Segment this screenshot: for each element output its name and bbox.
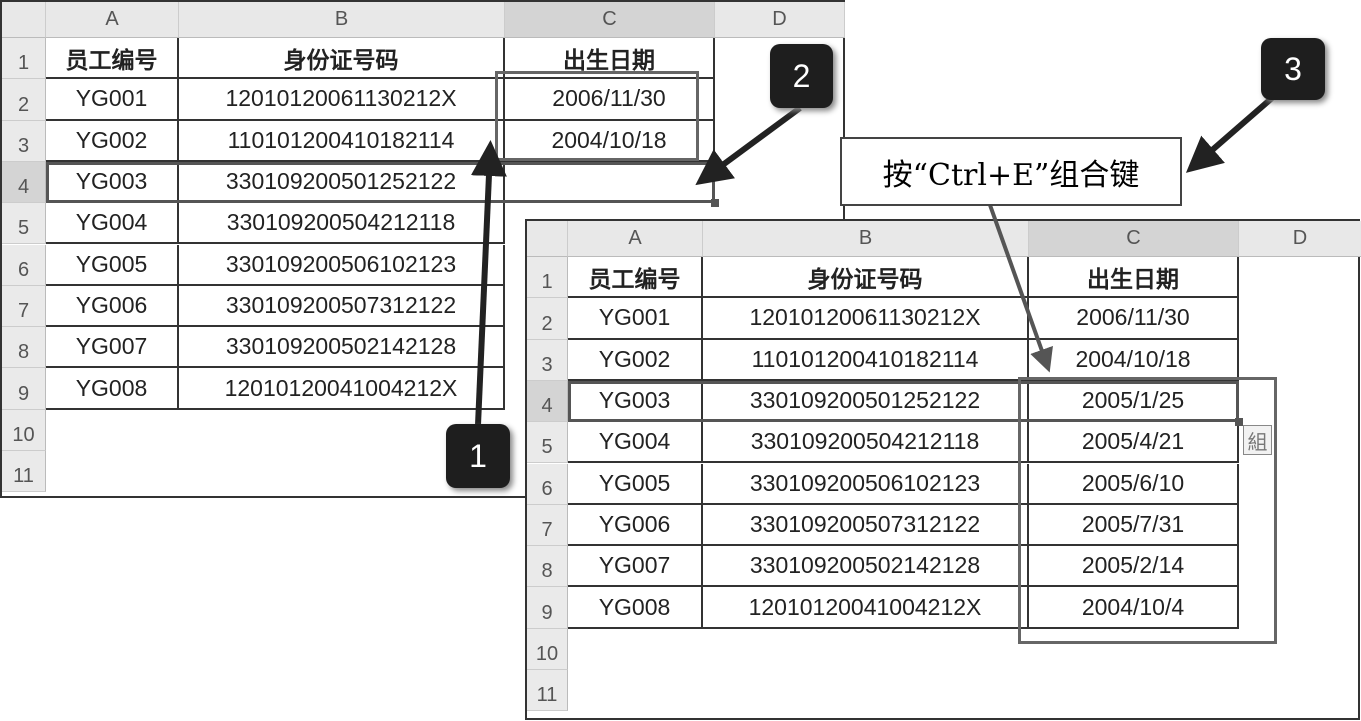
cell-id[interactable]: YG007	[568, 546, 703, 588]
header-cell[interactable]: 身份证号码	[703, 257, 1029, 299]
filled-cells-highlight	[1018, 377, 1277, 644]
row-header-2[interactable]: 2	[2, 79, 46, 121]
row-header-3[interactable]: 3	[527, 339, 568, 381]
cell-idcard[interactable]: 330109200504212118	[703, 422, 1029, 464]
cell-birth[interactable]: 2004/10/4	[1029, 587, 1239, 629]
active-cell-C4[interactable]	[568, 380, 1239, 423]
header-cell[interactable]: 身份证号码	[179, 38, 505, 80]
cell-id[interactable]: YG008	[568, 587, 703, 629]
cell-id[interactable]: YG006	[568, 504, 703, 547]
cell-idcard[interactable]: 330109200506102123	[179, 244, 505, 286]
header-cell[interactable]: 员工编号	[46, 38, 179, 80]
header-cell[interactable]: 出生日期	[1029, 257, 1239, 299]
cell-idcard[interactable]: 110101200410182114	[703, 339, 1029, 381]
cell-birth[interactable]: 2005/7/31	[1029, 504, 1239, 547]
row-header-7[interactable]: 7	[527, 504, 568, 547]
cell-id[interactable]: YG008	[46, 368, 179, 410]
column-header-A[interactable]: A	[46, 2, 179, 38]
cell-id[interactable]: YG006	[46, 285, 179, 328]
header-cell[interactable]: 出生日期	[505, 38, 715, 80]
step-badge-3: 3	[1261, 38, 1325, 100]
column-header-B[interactable]: B	[703, 221, 1029, 257]
row-header-5[interactable]: 5	[2, 203, 46, 245]
row-header-1[interactable]: 1	[2, 38, 46, 80]
row-header-8[interactable]: 8	[2, 327, 46, 369]
cell-idcard[interactable]: 330109200506102123	[703, 463, 1029, 505]
fill-handle[interactable]	[711, 199, 719, 208]
arrow-2	[695, 105, 802, 186]
cell-birth[interactable]: 2006/11/30	[505, 79, 715, 121]
cell-id[interactable]: YG004	[568, 422, 703, 464]
row-header-10[interactable]: 10	[527, 628, 568, 670]
step-badge-2: 2	[770, 44, 833, 108]
select-all-corner[interactable]	[2, 2, 46, 38]
column-header-C[interactable]: C	[505, 2, 715, 38]
cell-id[interactable]: YG004	[46, 203, 179, 245]
arrow-3	[1185, 95, 1274, 173]
row-header-4[interactable]: 4	[527, 380, 568, 423]
row-header-11[interactable]: 11	[527, 670, 568, 712]
cell-birth[interactable]: 2006/11/30	[1029, 298, 1239, 340]
column-header-D[interactable]: D	[715, 2, 845, 38]
cell-idcard[interactable]: 12010120061130212X	[703, 298, 1029, 340]
row-header-2[interactable]: 2	[527, 298, 568, 340]
row-header-7[interactable]: 7	[2, 285, 46, 328]
arrow-1	[470, 140, 507, 426]
row-header-1[interactable]: 1	[527, 257, 568, 299]
cell-idcard[interactable]: 330109200507312122	[703, 504, 1029, 547]
cell-id[interactable]: YG002	[46, 120, 179, 162]
cell-id[interactable]: YG007	[46, 327, 179, 369]
cell-idcard[interactable]: 330109200504212118	[179, 203, 505, 245]
fill-handle[interactable]	[1235, 418, 1243, 427]
cell-birth[interactable]: 2005/4/21	[1029, 422, 1239, 464]
row-header-4[interactable]: 4	[2, 161, 46, 204]
example-cells-highlight	[495, 71, 699, 161]
cell-idcard[interactable]: 12010120041004212X	[179, 368, 505, 410]
row-header-8[interactable]: 8	[527, 546, 568, 588]
cell-id[interactable]: YG005	[46, 244, 179, 286]
column-header-D[interactable]: D	[1239, 221, 1361, 257]
column-header-B[interactable]: B	[179, 2, 505, 38]
cell-id[interactable]: YG001	[46, 79, 179, 121]
cell-id[interactable]: YG001	[568, 298, 703, 340]
flash-fill-options-icon[interactable]: 組	[1243, 425, 1272, 455]
row-header-9[interactable]: 9	[527, 587, 568, 629]
shortcut-callout: 按“Ctrl+E”组合键	[840, 137, 1182, 206]
row-header-6[interactable]: 6	[2, 244, 46, 286]
cell-idcard[interactable]: 110101200410182114	[179, 120, 505, 162]
row-header-10[interactable]: 10	[2, 409, 46, 451]
callout-arrow	[988, 204, 1053, 373]
cell-id[interactable]: YG002	[568, 339, 703, 381]
select-all-corner[interactable]	[527, 221, 568, 257]
row-header-6[interactable]: 6	[527, 463, 568, 505]
header-cell[interactable]: 员工编号	[568, 257, 703, 299]
row-header-3[interactable]: 3	[2, 120, 46, 162]
cell-idcard[interactable]: 330109200502142128	[179, 327, 505, 369]
cell-id[interactable]: YG005	[568, 463, 703, 505]
column-header-C[interactable]: C	[1029, 221, 1239, 257]
step-badge-1: 1	[446, 424, 510, 488]
row-header-5[interactable]: 5	[527, 422, 568, 464]
column-header-A[interactable]: A	[568, 221, 703, 257]
cell-idcard[interactable]: 12010120061130212X	[179, 79, 505, 121]
cell-idcard[interactable]: 12010120041004212X	[703, 587, 1029, 629]
row-header-9[interactable]: 9	[2, 368, 46, 410]
cell-birth[interactable]: 2005/2/14	[1029, 546, 1239, 588]
cell-birth[interactable]: 2005/6/10	[1029, 463, 1239, 505]
cell-idcard[interactable]: 330109200507312122	[179, 285, 505, 328]
row-header-11[interactable]: 11	[2, 451, 46, 493]
cell-idcard[interactable]: 330109200502142128	[703, 546, 1029, 588]
